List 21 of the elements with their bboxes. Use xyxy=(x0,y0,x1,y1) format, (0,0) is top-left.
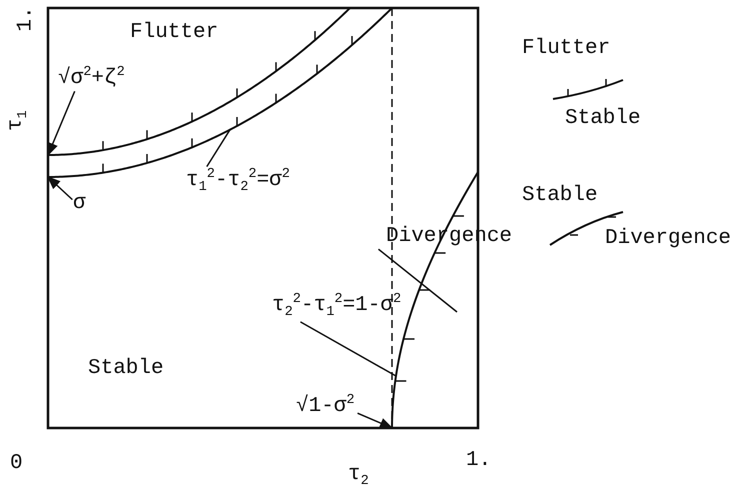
leader-line xyxy=(378,248,458,313)
leader-line xyxy=(47,90,76,156)
region-label: Stable xyxy=(88,358,164,380)
region-label: Flutter xyxy=(130,22,218,44)
formula-label: √σ$^{2}$+ζ$^{2}$ xyxy=(58,66,125,90)
leader-line xyxy=(300,321,396,377)
key-label: Flutter xyxy=(522,38,610,60)
formula-label: τ$_{1}$$^{2}$-τ$_{2}$$^{2}$=σ$^{2}$ xyxy=(186,168,290,196)
formula-label: σ xyxy=(73,193,86,216)
key-label: Stable xyxy=(522,185,598,208)
axis-tick-label: 1. xyxy=(466,450,492,472)
leader-line xyxy=(206,129,231,168)
axis-tick-label: 0 xyxy=(10,453,23,476)
formula-label: τ$_{2}$$^{2}$-τ$_{1}$$^{2}$=1-σ$^{2}$ xyxy=(272,293,402,321)
axis-label: τ$_{2}$ xyxy=(348,464,369,490)
leader-line xyxy=(47,176,73,200)
key-label: Stable xyxy=(565,108,641,130)
leader-line xyxy=(357,412,394,429)
formula-label: √1-σ$^{2}$ xyxy=(296,394,355,418)
key-label: Divergence xyxy=(605,228,732,250)
axis-tick-label: 1. xyxy=(16,6,38,32)
